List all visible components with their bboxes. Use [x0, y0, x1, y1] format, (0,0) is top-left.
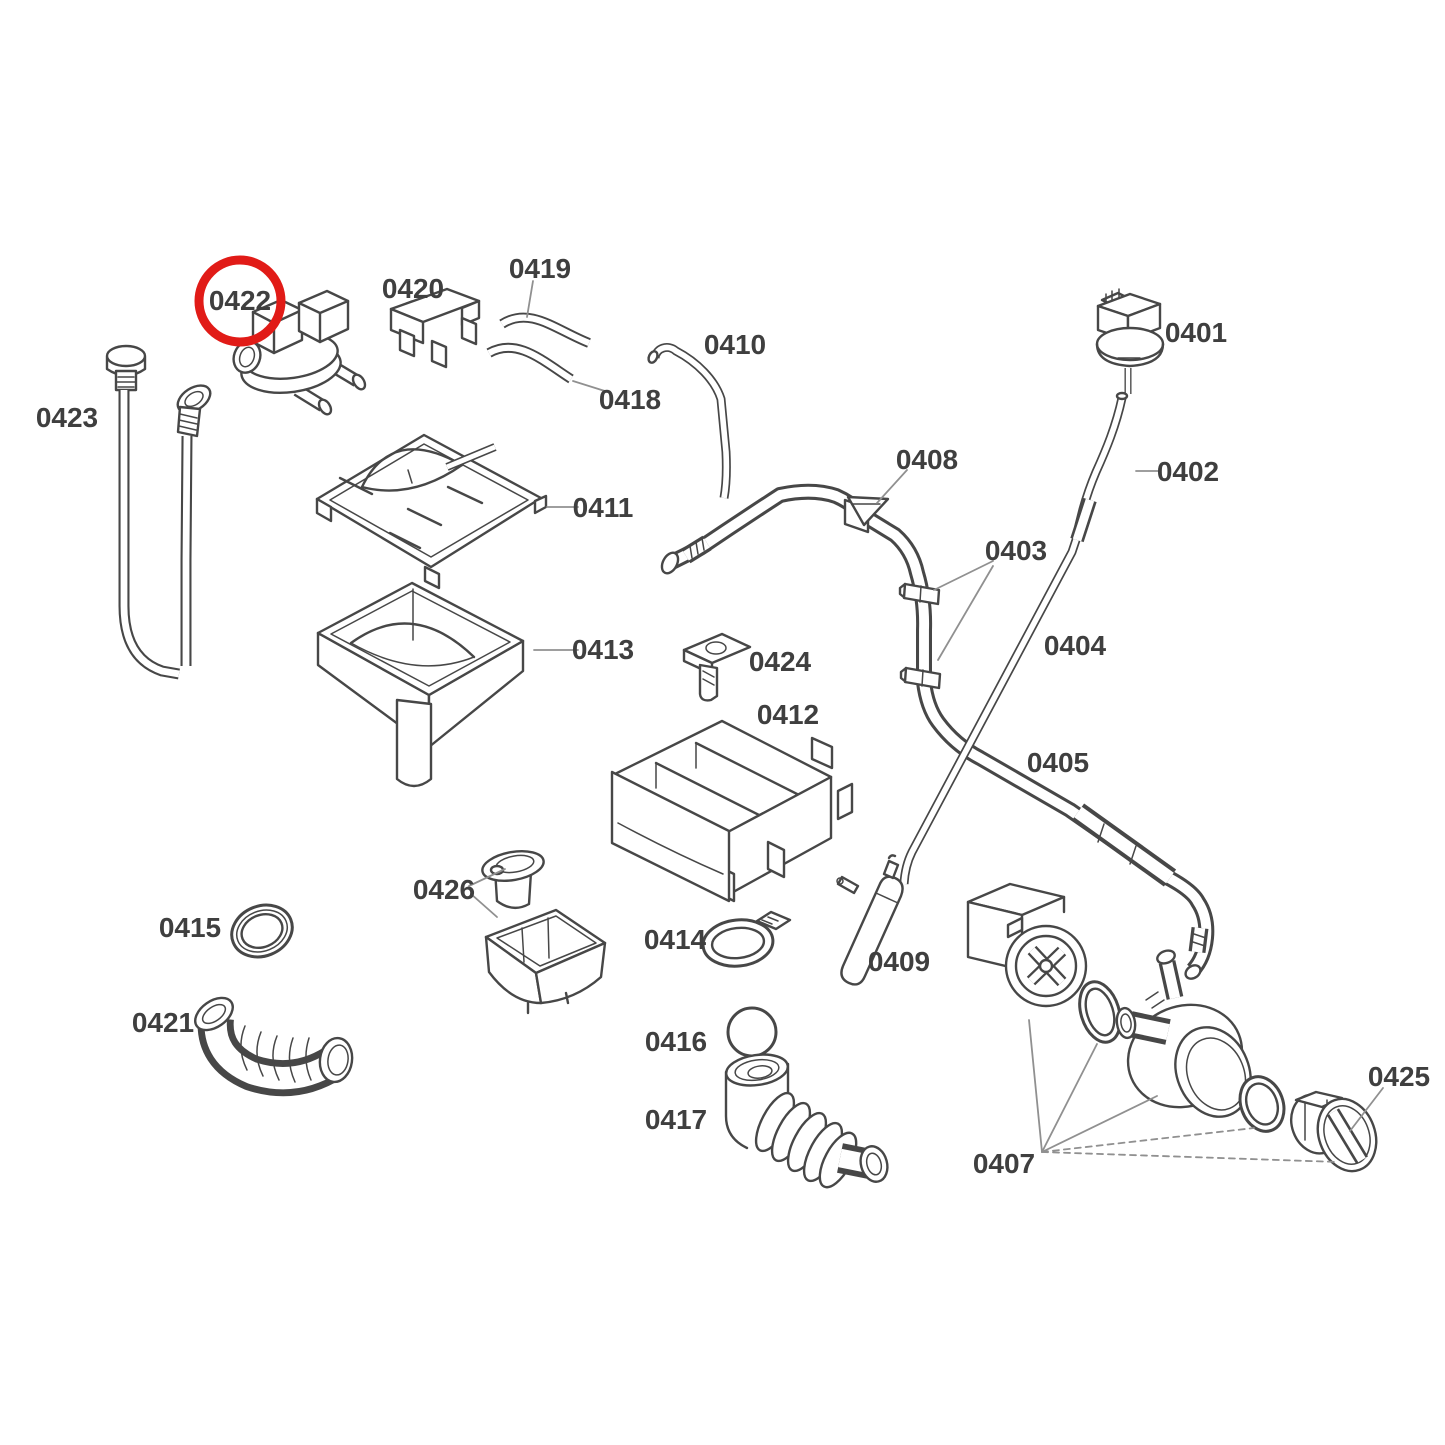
part-label-0410: 0410 — [704, 329, 766, 360]
part-label-0414: 0414 — [644, 924, 707, 955]
part-label-0405: 0405 — [1027, 747, 1089, 778]
part-0408-hose-holder — [843, 495, 890, 534]
part-0416-ball — [726, 1006, 778, 1058]
part-label-0423: 0423 — [36, 402, 98, 433]
part-labels: 0401 0402 0403 0404 0405 0407 0408 0409 0410 0411… — [36, 253, 1430, 1179]
part-0420-holder-bracket — [389, 287, 481, 369]
part-0405-drain-hose — [660, 483, 1215, 980]
part-0403-hose-clamps — [898, 582, 942, 690]
part-label-0403: 0403 — [985, 535, 1047, 566]
part-label-0413: 0413 — [572, 634, 634, 665]
part-label-0426: 0426 — [413, 874, 475, 905]
part-label-0418: 0418 — [599, 384, 661, 415]
part-0419-hose — [499, 312, 591, 348]
part-label-0401: 0401 — [1165, 317, 1227, 348]
fan-leader-lines-0407 — [1028, 1019, 1339, 1163]
part-label-0416: 0416 — [645, 1026, 707, 1057]
part-label-0415: 0415 — [159, 912, 221, 943]
part-0409-cartridge — [836, 854, 904, 986]
part-0412-detergent-drawer — [610, 719, 854, 903]
part-0413-dispenser-housing — [316, 581, 525, 788]
leader-lines — [468, 280, 1384, 1132]
part-0411-top-frame — [315, 433, 548, 590]
part-0410-tube — [647, 343, 731, 499]
part-0407-pump-motor — [966, 882, 1088, 1008]
part-label-0422: 0422 — [209, 285, 271, 316]
part-0401-pressure-switch — [1095, 288, 1165, 394]
part-0418-hose — [486, 342, 574, 384]
part-0426-siphon — [481, 849, 607, 1015]
part-0421-elbow-hose — [194, 996, 354, 1097]
part-label-0425: 0425 — [1368, 1061, 1430, 1092]
part-label-0407: 0407 — [973, 1148, 1035, 1179]
part-0407-o-ring-small — [1078, 980, 1122, 1044]
part-label-0424: 0424 — [749, 646, 812, 677]
part-label-0408: 0408 — [896, 444, 958, 475]
part-0425-filter-cap — [1290, 1090, 1378, 1173]
part-label-0421: 0421 — [132, 1007, 194, 1038]
part-label-0402: 0402 — [1157, 456, 1219, 487]
part-0402-0404-pressure-hose — [899, 391, 1129, 885]
part-label-0417: 0417 — [645, 1104, 707, 1135]
part-0424-mounting-clip — [682, 632, 752, 702]
part-0407-o-ring-large — [1238, 1075, 1286, 1133]
part-0415-o-ring — [230, 903, 294, 959]
part-label-0412: 0412 — [757, 699, 819, 730]
part-0407-pump-housing — [1115, 949, 1252, 1118]
part-label-0409: 0409 — [868, 946, 930, 977]
part-label-0411: 0411 — [573, 492, 634, 523]
part-label-0419: 0419 — [509, 253, 571, 284]
part-0417-elbow-hose — [724, 1053, 889, 1189]
part-0414-gasket — [701, 910, 792, 968]
part-0423-inlet-hoses — [105, 344, 212, 680]
part-label-0420: 0420 — [382, 273, 444, 304]
part-label-0404: 0404 — [1044, 630, 1107, 661]
highlight-circle — [194, 255, 286, 347]
